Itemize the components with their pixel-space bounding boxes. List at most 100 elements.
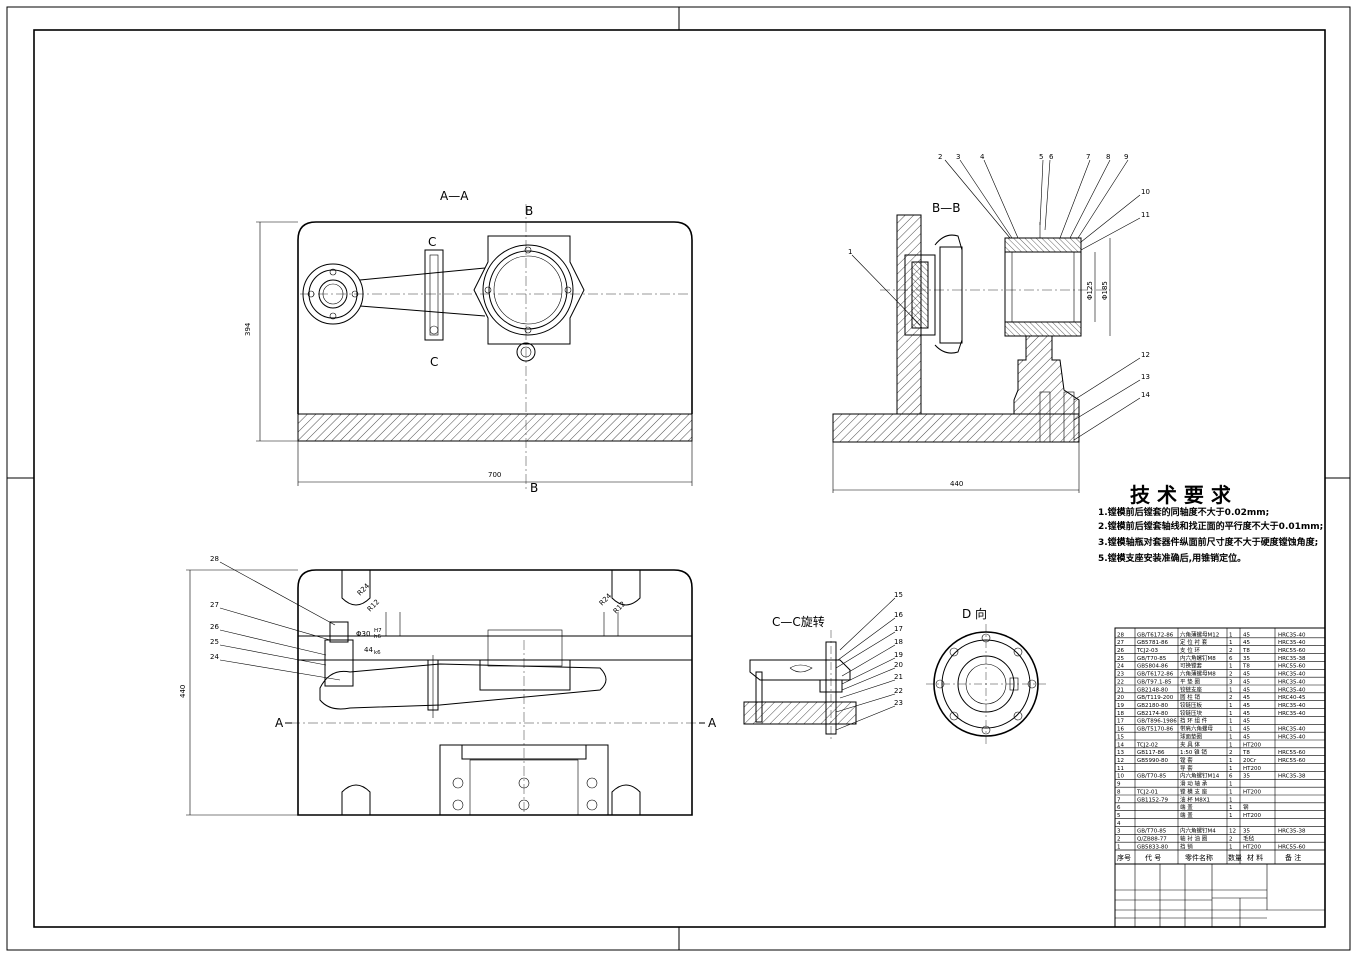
view-bb: B—B Φ125 Φ185 440 <box>832 153 1150 493</box>
bom-cell: 平 垫 圈 <box>1180 677 1200 685</box>
bom-cell: GB2148-80 <box>1137 687 1169 693</box>
bom-cell: 12 <box>1117 758 1124 764</box>
callout-3: 3 <box>956 153 960 161</box>
tech-item-1: 1.镗模前后镗套的同轴度不大于0.02mm; <box>1098 506 1269 518</box>
bom-cell: 45 <box>1243 687 1250 693</box>
bom-cell: 导 套 <box>1180 764 1193 772</box>
callout-27: 27 <box>210 601 219 609</box>
bom-cell: 45 <box>1243 672 1250 678</box>
bom-cell: TCJ2-02 <box>1136 742 1158 748</box>
tech-item-4: 5.镗模支座安装准确后,用锥销定位。 <box>1098 552 1246 564</box>
title-block <box>1114 863 1326 928</box>
bom-cell: 1 <box>1229 727 1233 733</box>
bom-cell: GB/T97.1-85 <box>1137 679 1172 685</box>
bom-cell: 1 <box>1229 734 1233 740</box>
bom-cell: 端 盖 <box>1180 811 1193 819</box>
bom-cell: TCJ2-03 <box>1136 648 1158 654</box>
bom-cell: 16 <box>1117 727 1124 733</box>
callout-10: 10 <box>1141 188 1150 196</box>
callout-22: 22 <box>894 687 903 695</box>
dim-plan-height: 440 <box>179 685 187 698</box>
bom-cell: 1 <box>1229 797 1233 803</box>
bom-cell: 2 <box>1229 837 1233 843</box>
bom-header-note: 备 注 <box>1285 853 1301 862</box>
bom-cell: 14 <box>1117 742 1124 748</box>
callout-12: 12 <box>1141 351 1150 359</box>
callout-19: 19 <box>894 651 903 659</box>
bom-cell: 铰链压块 <box>1180 709 1203 717</box>
bom-cell: 20 <box>1117 695 1124 701</box>
bom-cell: 支 位 环 <box>1180 646 1200 654</box>
section-c-bottom-label: C <box>430 355 438 369</box>
bom-cell: HRC35-38 <box>1278 656 1306 662</box>
bom-cell: 挡 销 <box>1180 842 1193 850</box>
bom-cell: T8 <box>1242 750 1250 756</box>
bom-cell: 35 <box>1243 829 1250 835</box>
section-a-right-label: A <box>708 716 717 730</box>
bom-cell: 5 <box>1117 813 1121 819</box>
dim-bb-width: 440 <box>950 480 963 488</box>
bom-cell: 1 <box>1229 742 1233 748</box>
bom-cell: 18 <box>1117 711 1124 717</box>
bom-cell: 2 <box>1229 648 1233 654</box>
bom-cell: GB/T896-1986 <box>1137 719 1177 725</box>
bom-cell: 4 <box>1117 821 1121 827</box>
bom-header-name: 零件名称 <box>1185 853 1213 862</box>
bom-cell: HT200 <box>1243 742 1261 748</box>
bom-cell: GB/T6172-86 <box>1137 632 1174 638</box>
bom-cell: 夹 具 体 <box>1180 740 1200 748</box>
bom-cell: 油 杯 M8X1 <box>1180 795 1210 803</box>
section-c-top-label: C <box>428 235 436 249</box>
bom-header-seq: 序号 <box>1117 853 1131 862</box>
bom-cell: 1 <box>1229 782 1233 788</box>
view-cc: C—C旋转 15 16 17 18 19 20 21 22 23 <box>743 591 903 740</box>
bom-cell: 12 <box>1229 829 1236 835</box>
dim-bb-d2: Φ185 <box>1101 281 1109 300</box>
callout-13: 13 <box>1141 373 1150 381</box>
bom-cell: 挡 环 组 件 <box>1180 717 1208 725</box>
bom-cell: HRC55-60 <box>1278 648 1306 654</box>
bom-cell: 10 <box>1117 774 1124 780</box>
bom-cell: HRC40-45 <box>1278 695 1306 701</box>
bom-cell: HRC35-40 <box>1278 727 1306 733</box>
section-b-bottom-label: B <box>530 481 538 495</box>
bom-cell: 28 <box>1117 632 1124 638</box>
bom-cell: 45 <box>1243 640 1250 646</box>
dim-h7: H7 <box>374 628 382 634</box>
bom-cell: 35 <box>1243 774 1250 780</box>
bom-cell: HRC35-40 <box>1278 672 1306 678</box>
bom-cell: 25 <box>1117 656 1124 662</box>
view-cc-title: C—C旋转 <box>772 614 825 629</box>
bom-cell: 6 <box>1229 774 1233 780</box>
bom-cell: 1 <box>1229 758 1233 764</box>
bom-cell: 1 <box>1229 664 1233 670</box>
bom-cell: T8 <box>1242 664 1250 670</box>
bom-cell: 1 <box>1229 789 1233 795</box>
bom-cell: 球面垫圈 <box>1180 732 1203 740</box>
bom-cell: HRC35-40 <box>1278 640 1306 646</box>
bom-cell: 内六角螺钉M14 <box>1180 772 1220 780</box>
bom-cell: 2 <box>1229 695 1233 701</box>
bom-cell: 9 <box>1117 782 1121 788</box>
bom-cell: 45 <box>1243 727 1250 733</box>
bom-cell: 6 <box>1117 805 1121 811</box>
dim-d30: Φ30 <box>356 630 370 638</box>
bom-cell: T8 <box>1242 648 1250 654</box>
bom-cell: HRC55-60 <box>1278 750 1306 756</box>
callout-20: 20 <box>894 661 903 669</box>
bom-cell: 45 <box>1243 711 1250 717</box>
bom-header-mat: 材 料 <box>1247 853 1263 862</box>
drawing-frame <box>6 6 1351 951</box>
view-aa-title: A—A <box>440 189 469 203</box>
bom-cell: GB/T70-85 <box>1137 774 1167 780</box>
bom-cell: 内六角螺钉M4 <box>1180 827 1216 835</box>
bom-cell: 1 <box>1229 687 1233 693</box>
bom-cell: 3 <box>1229 679 1233 685</box>
bom-cell: 钢 <box>1243 803 1249 811</box>
view-d: D 向 <box>926 606 1046 744</box>
bom-cell: HRC55-60 <box>1278 758 1306 764</box>
bom-header-qty: 数量 <box>1228 853 1242 862</box>
bom-cell: HRC55-60 <box>1278 844 1306 850</box>
